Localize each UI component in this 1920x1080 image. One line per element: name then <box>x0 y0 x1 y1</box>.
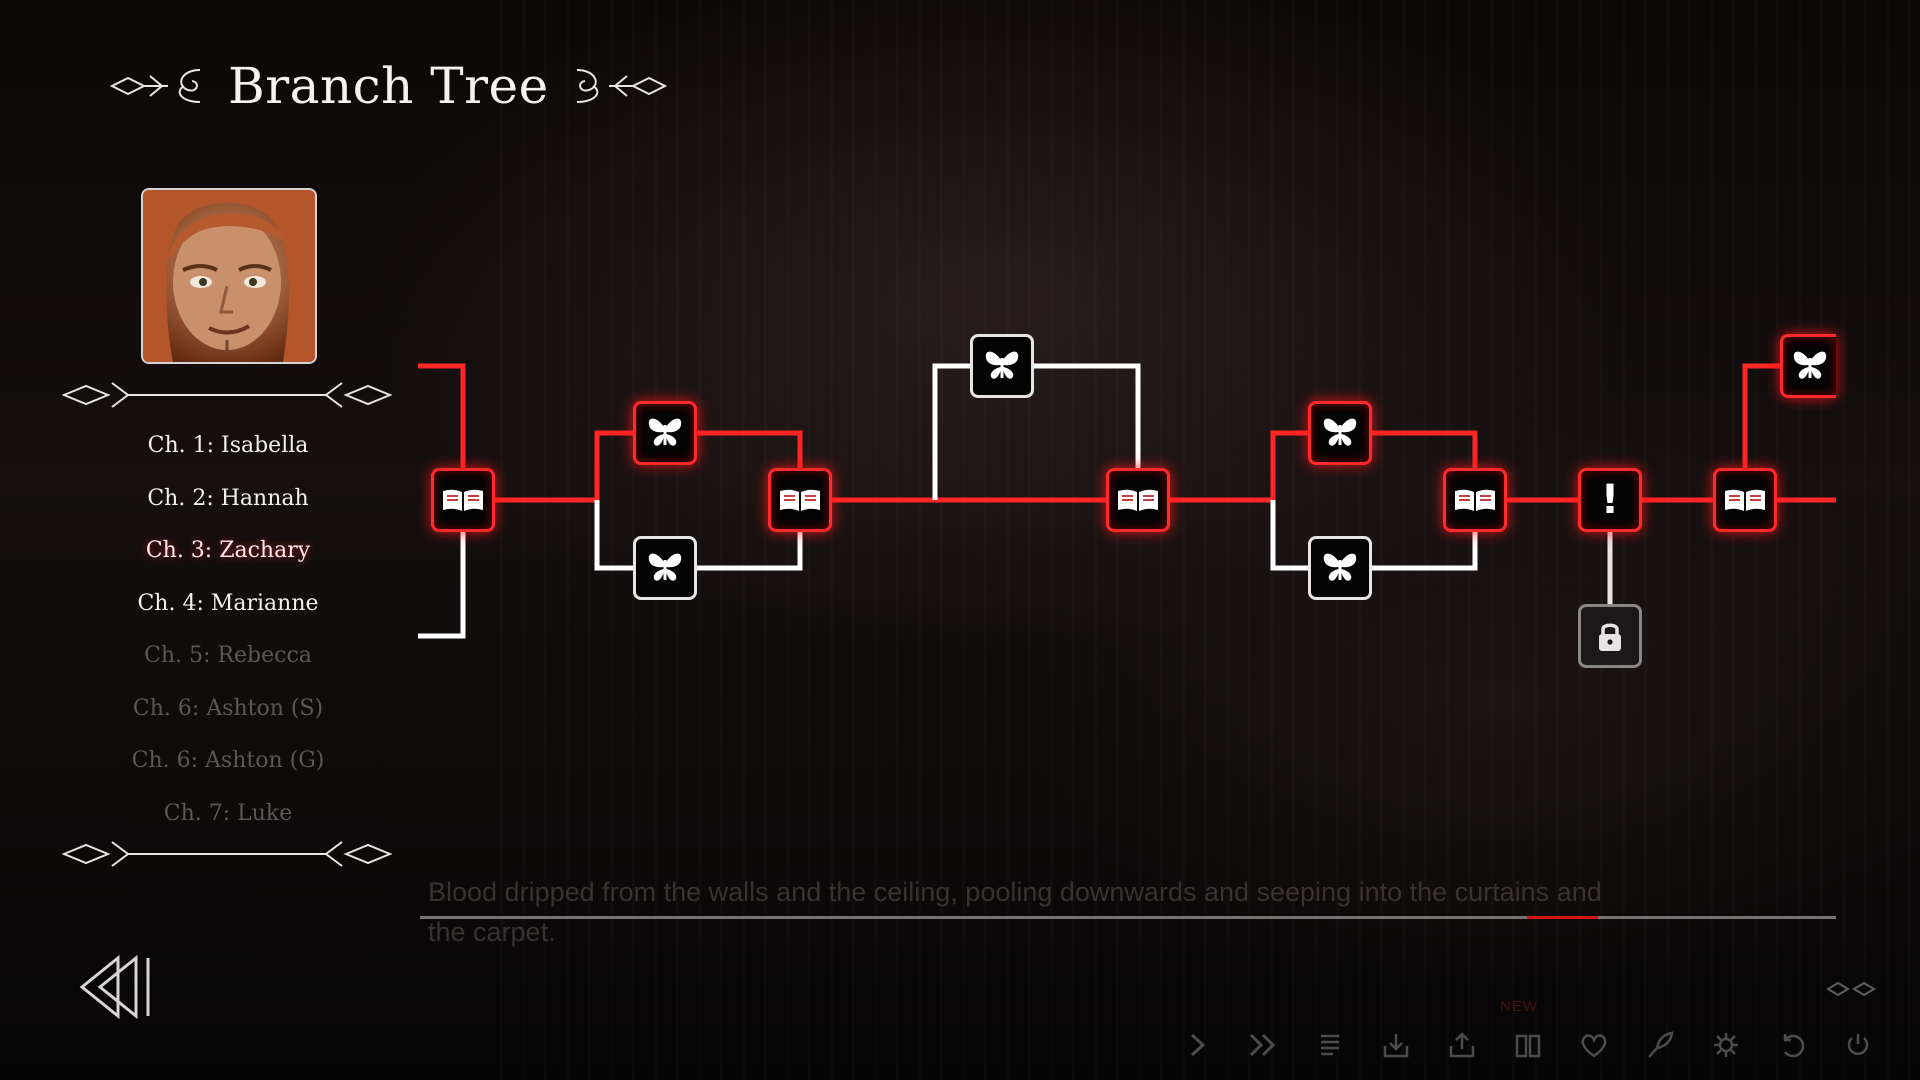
book-icon <box>1118 489 1158 511</box>
book-icon <box>443 489 483 511</box>
chapter-item-rebecca: Ch. 5: Rebecca <box>144 643 312 668</box>
fast-forward-icon <box>1249 1033 1276 1057</box>
chapter-item-ashton-s: Ch. 6: Ashton (S) <box>132 695 324 721</box>
journal-button[interactable] <box>1510 1028 1546 1062</box>
butterfly-icon <box>648 553 682 581</box>
title-flourish-right <box>563 64 667 108</box>
book-icon <box>780 489 820 511</box>
save-icon <box>1383 1034 1409 1058</box>
character-portrait <box>141 188 317 364</box>
story-node-1[interactable] <box>431 468 495 532</box>
quill-icon <box>1648 1031 1674 1058</box>
choice-node-1b[interactable] <box>633 536 697 600</box>
affection-button[interactable] <box>1576 1028 1612 1062</box>
affection-icon <box>1581 1034 1607 1058</box>
butterfly-icon <box>648 418 682 446</box>
butterfly-icon <box>1323 418 1357 446</box>
load-button[interactable] <box>1444 1028 1480 1062</box>
title-flourish-left <box>110 64 214 108</box>
story-node-2[interactable] <box>768 468 832 532</box>
story-node-5[interactable] <box>1713 468 1777 532</box>
choice-node-2[interactable] <box>970 334 1034 398</box>
chapter-item-isabella[interactable]: Ch. 1: Isabella <box>147 433 309 458</box>
exclamation-icon: ! <box>1600 477 1620 523</box>
quick-menu <box>1180 1028 1876 1062</box>
load-icon <box>1449 1032 1475 1058</box>
return-icon <box>1783 1034 1805 1058</box>
tree-scrollbar[interactable] <box>420 916 1836 919</box>
tree-scroll-thumb[interactable] <box>1527 916 1598 919</box>
screen-header: Branch Tree <box>110 56 667 116</box>
book-icon <box>1725 489 1765 511</box>
skip-icon <box>1190 1033 1206 1057</box>
choice-node-1a[interactable] <box>633 401 697 465</box>
return-button[interactable] <box>1774 1028 1810 1062</box>
locked-node <box>1578 604 1642 668</box>
butterfly-icon <box>1323 553 1357 581</box>
settings-button[interactable] <box>1708 1028 1744 1062</box>
back-button[interactable] <box>78 952 158 1022</box>
chapter-list-divider-bottom <box>62 841 392 867</box>
story-node-4[interactable] <box>1443 468 1507 532</box>
power-button[interactable] <box>1840 1028 1876 1062</box>
history-button[interactable] <box>1312 1028 1348 1062</box>
journal-icon <box>1515 1034 1541 1058</box>
choice-node-3b[interactable] <box>1308 536 1372 600</box>
chapter-item-marianne[interactable]: Ch. 4: Marianne <box>137 590 319 616</box>
dialogue-text: Blood dripped from the walls and the cei… <box>428 877 1602 947</box>
portrait-face-icon <box>143 190 315 362</box>
history-icon <box>1321 1034 1339 1056</box>
chapter-list-divider-top <box>62 382 392 408</box>
event-node[interactable]: ! <box>1578 468 1642 532</box>
chapter-list: Ch. 1: Isabella Ch. 2: Hannah Ch. 3: Zac… <box>100 420 356 840</box>
chapter-item-luke: Ch. 7: Luke <box>163 800 293 826</box>
chapter-item-hannah[interactable]: Ch. 2: Hannah <box>147 485 309 511</box>
page-title: Branch Tree <box>228 57 549 115</box>
new-badge: NEW <box>1500 998 1538 1015</box>
chapter-item-zachary[interactable]: Ch. 3: Zachary <box>145 538 311 563</box>
rewind-icon <box>79 954 150 1020</box>
corner-flourish-icon <box>1826 981 1876 997</box>
lock-icon <box>1599 623 1621 651</box>
butterfly-icon <box>1793 351 1826 379</box>
butterfly-icon <box>985 351 1019 379</box>
fast-forward-button[interactable] <box>1246 1028 1282 1062</box>
choice-node-4[interactable] <box>1780 334 1836 398</box>
quill-button[interactable] <box>1642 1028 1678 1062</box>
choice-node-3a[interactable] <box>1308 401 1372 465</box>
settings-icon <box>1714 1033 1738 1057</box>
power-icon <box>1847 1034 1869 1055</box>
story-node-3[interactable] <box>1106 468 1170 532</box>
save-button[interactable] <box>1378 1028 1414 1062</box>
book-icon <box>1455 489 1495 511</box>
chapter-item-ashton-g: Ch. 6: Ashton (G) <box>131 748 325 773</box>
skip-button[interactable] <box>1180 1028 1216 1062</box>
